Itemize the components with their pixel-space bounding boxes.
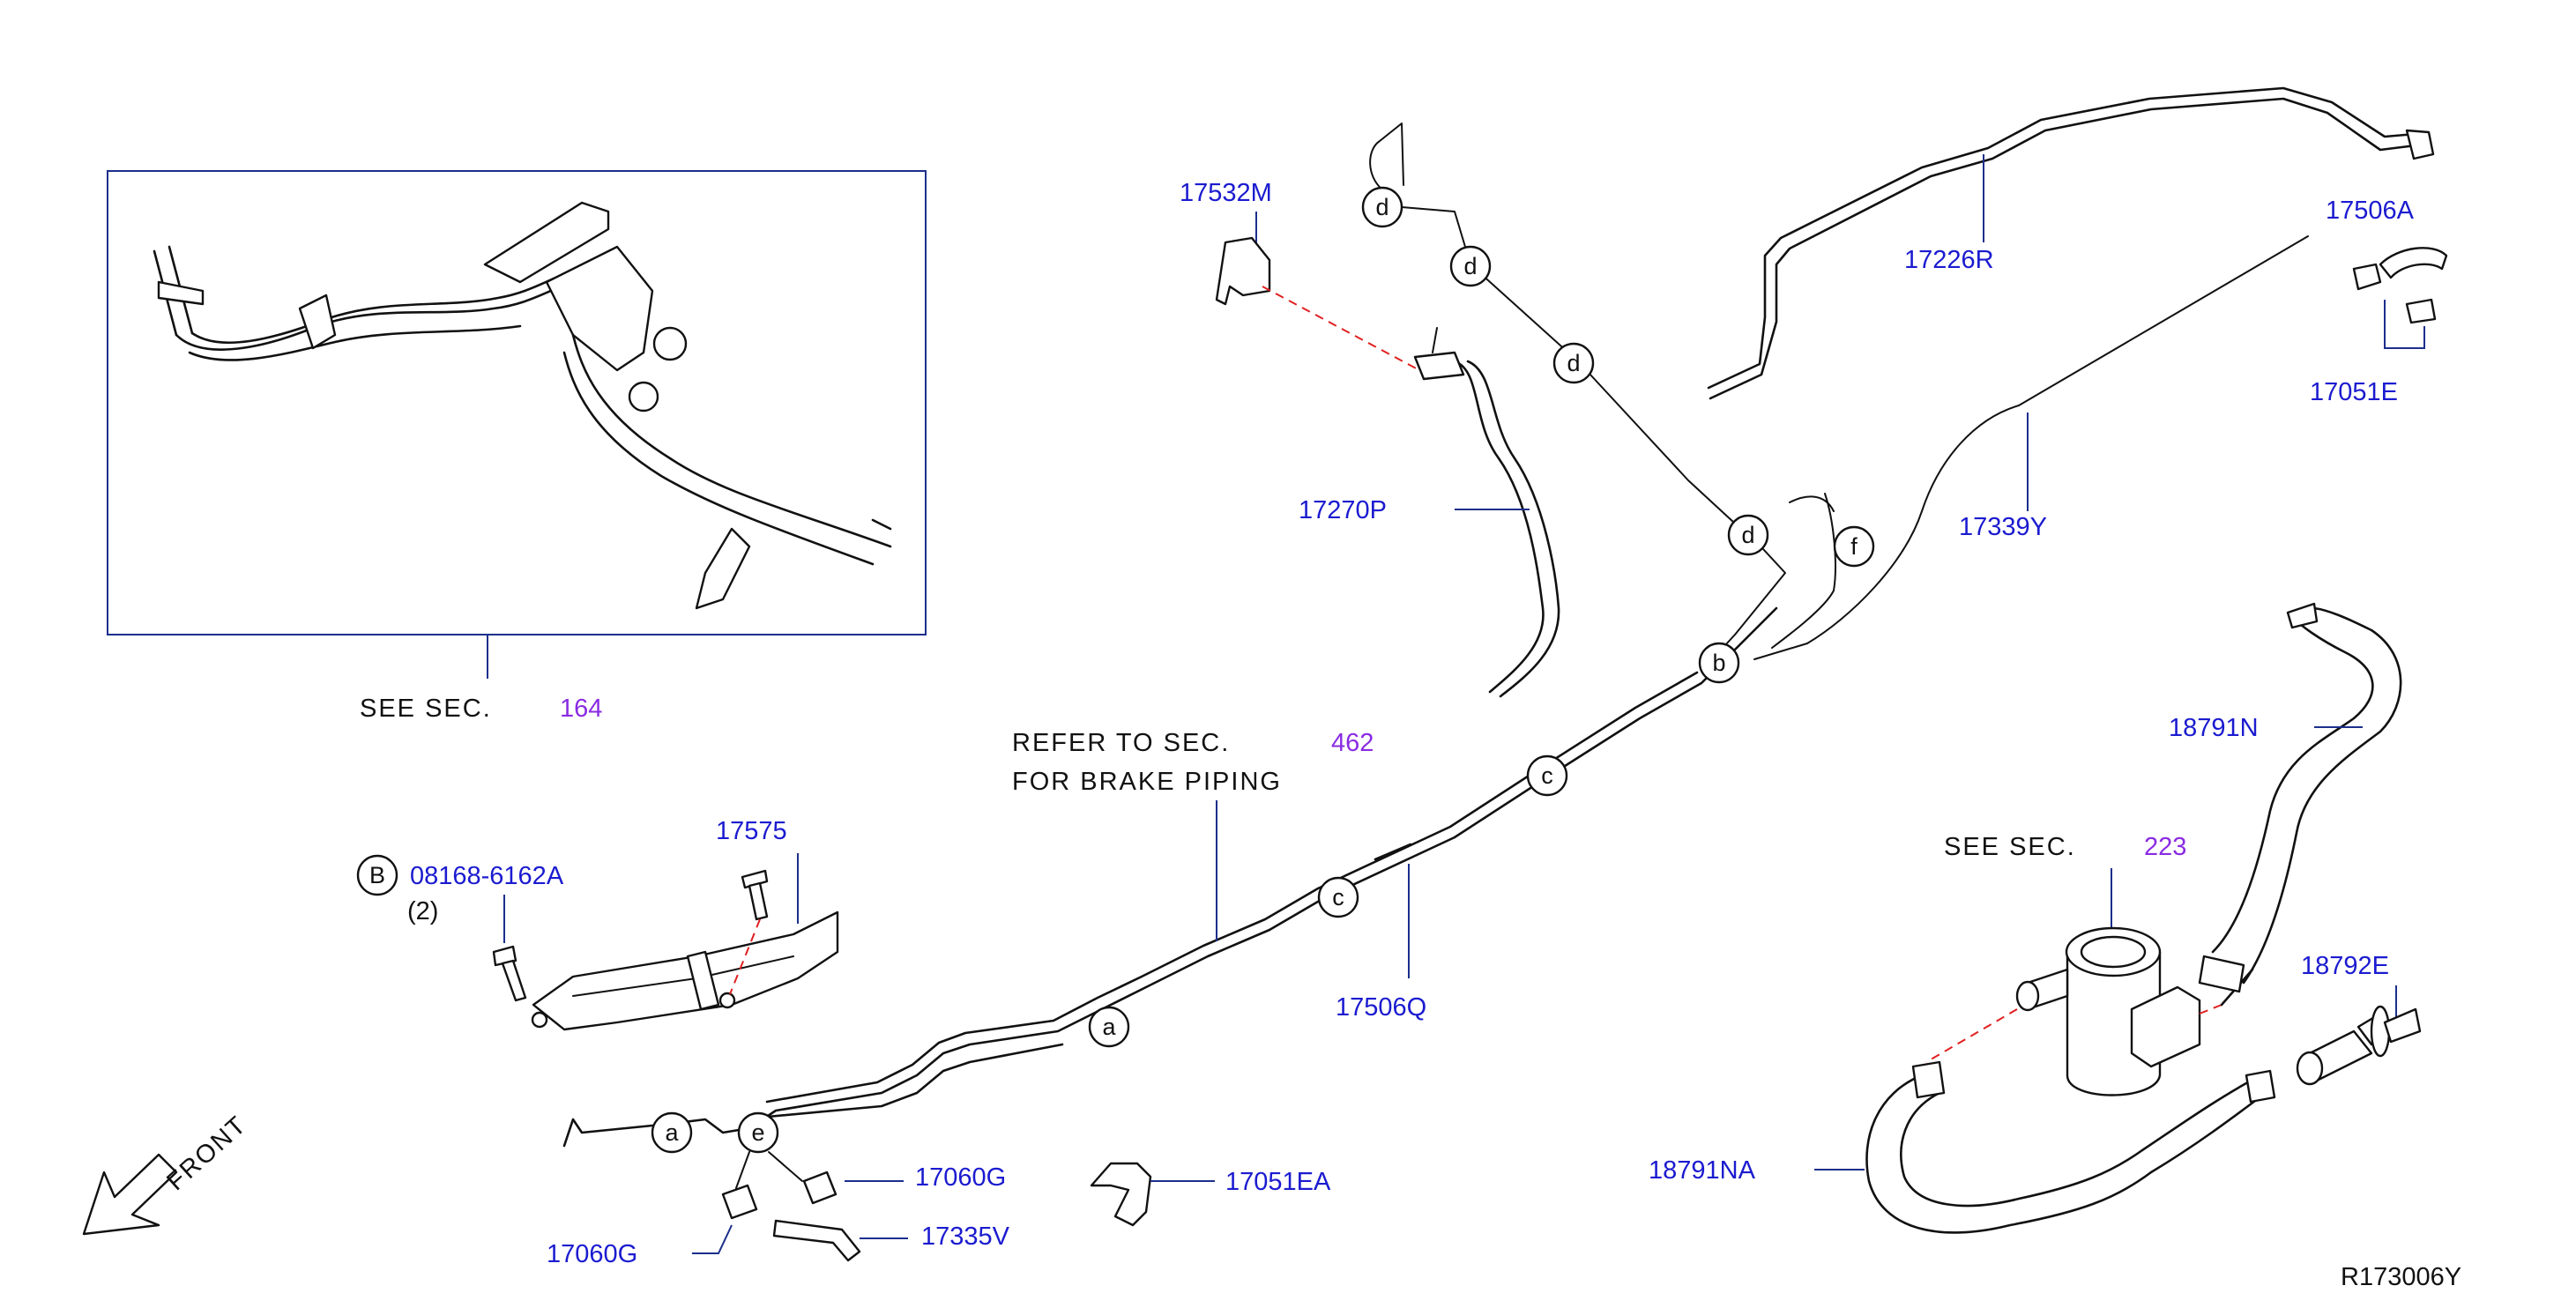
connector-b: b [1698, 642, 1740, 684]
part-17506Q[interactable]: 17506Q [1336, 993, 1426, 1022]
part-18791N[interactable]: 18791N [2169, 714, 2259, 742]
see-sec-223-number[interactable]: 223 [2144, 833, 2186, 861]
connector-f: f [1833, 525, 1875, 568]
clip-17051EA [1090, 1162, 1152, 1227]
connector-d1: d [1361, 186, 1403, 228]
svg-text:f: f [1850, 533, 1858, 560]
bolt-quantity: (2) [407, 897, 438, 925]
part-08168-6162A[interactable]: 08168-6162A [410, 862, 564, 890]
valve-18792E [2296, 1005, 2422, 1086]
svg-text:d: d [1741, 522, 1754, 548]
part-17051E[interactable]: 17051E [2310, 378, 2398, 406]
diagram-code: R173006Y [2341, 1263, 2461, 1291]
connector-a1: a [1088, 1006, 1130, 1048]
svg-text:a: a [665, 1119, 679, 1146]
see-sec-164-label: SEE SEC. [360, 695, 492, 723]
connector-e: e [737, 1111, 779, 1154]
refer-sec-462-label: REFER TO SEC. [1012, 729, 1230, 757]
part-17270P[interactable]: 17270P [1299, 496, 1387, 524]
svg-text:c: c [1541, 762, 1553, 789]
hose-18791N [2211, 615, 2374, 1007]
part-18791NA[interactable]: 18791NA [1649, 1156, 1756, 1185]
refer-sec-462-subtitle: FOR BRAKE PIPING [1012, 768, 1282, 796]
svg-text:c: c [1332, 884, 1344, 910]
connector-a2: a [651, 1111, 693, 1154]
tube-17226R [1709, 97, 2417, 400]
hose-17506A [2379, 247, 2448, 279]
connector-d3: d [1552, 342, 1595, 384]
front-arrow-icon [82, 1153, 178, 1236]
part-17051EA[interactable]: 17051EA [1225, 1168, 1331, 1196]
see-sec-164-number[interactable]: 164 [560, 695, 602, 723]
part-17226R[interactable]: 17226R [1904, 246, 1994, 274]
connector-d4: d [1727, 514, 1769, 556]
hose-17270P [1453, 360, 1545, 694]
part-17335V[interactable]: 17335V [921, 1223, 1010, 1251]
inset-assembly [107, 170, 927, 635]
clip-17060G-upper [802, 1171, 838, 1205]
connector-c1: c [1317, 876, 1359, 918]
canister [2015, 926, 2201, 1096]
shield-17575 [532, 910, 839, 1031]
svg-text:B: B [369, 862, 385, 888]
bracket-17532M [1215, 236, 1271, 306]
bolt-symbol-B: B [356, 854, 398, 896]
hose-18791NA [1865, 1074, 2267, 1234]
part-17532M[interactable]: 17532M [1180, 179, 1272, 207]
part-17575[interactable]: 17575 [716, 817, 787, 845]
part-17506A[interactable]: 17506A [2326, 197, 2415, 225]
svg-text:b: b [1712, 650, 1725, 676]
refer-sec-462-number[interactable]: 462 [1331, 729, 1374, 757]
svg-text:d: d [1375, 194, 1389, 220]
hose-17335V [772, 1219, 861, 1262]
see-sec-223-label: SEE SEC. [1944, 833, 2076, 861]
part-17060G-lower[interactable]: 17060G [547, 1240, 637, 1268]
front-label: FRONT [161, 1111, 252, 1196]
clip-17060G-lower [721, 1184, 758, 1220]
part-17339Y[interactable]: 17339Y [1959, 513, 2047, 541]
part-18792E[interactable]: 18792E [2301, 952, 2389, 980]
part-17060G-upper[interactable]: 17060G [915, 1163, 1006, 1192]
svg-text:d: d [1463, 253, 1477, 279]
connector-c2: c [1526, 754, 1568, 797]
svg-text:d: d [1567, 350, 1580, 376]
svg-text:e: e [751, 1119, 764, 1146]
connector-d2: d [1449, 245, 1492, 287]
svg-text:a: a [1102, 1014, 1116, 1040]
